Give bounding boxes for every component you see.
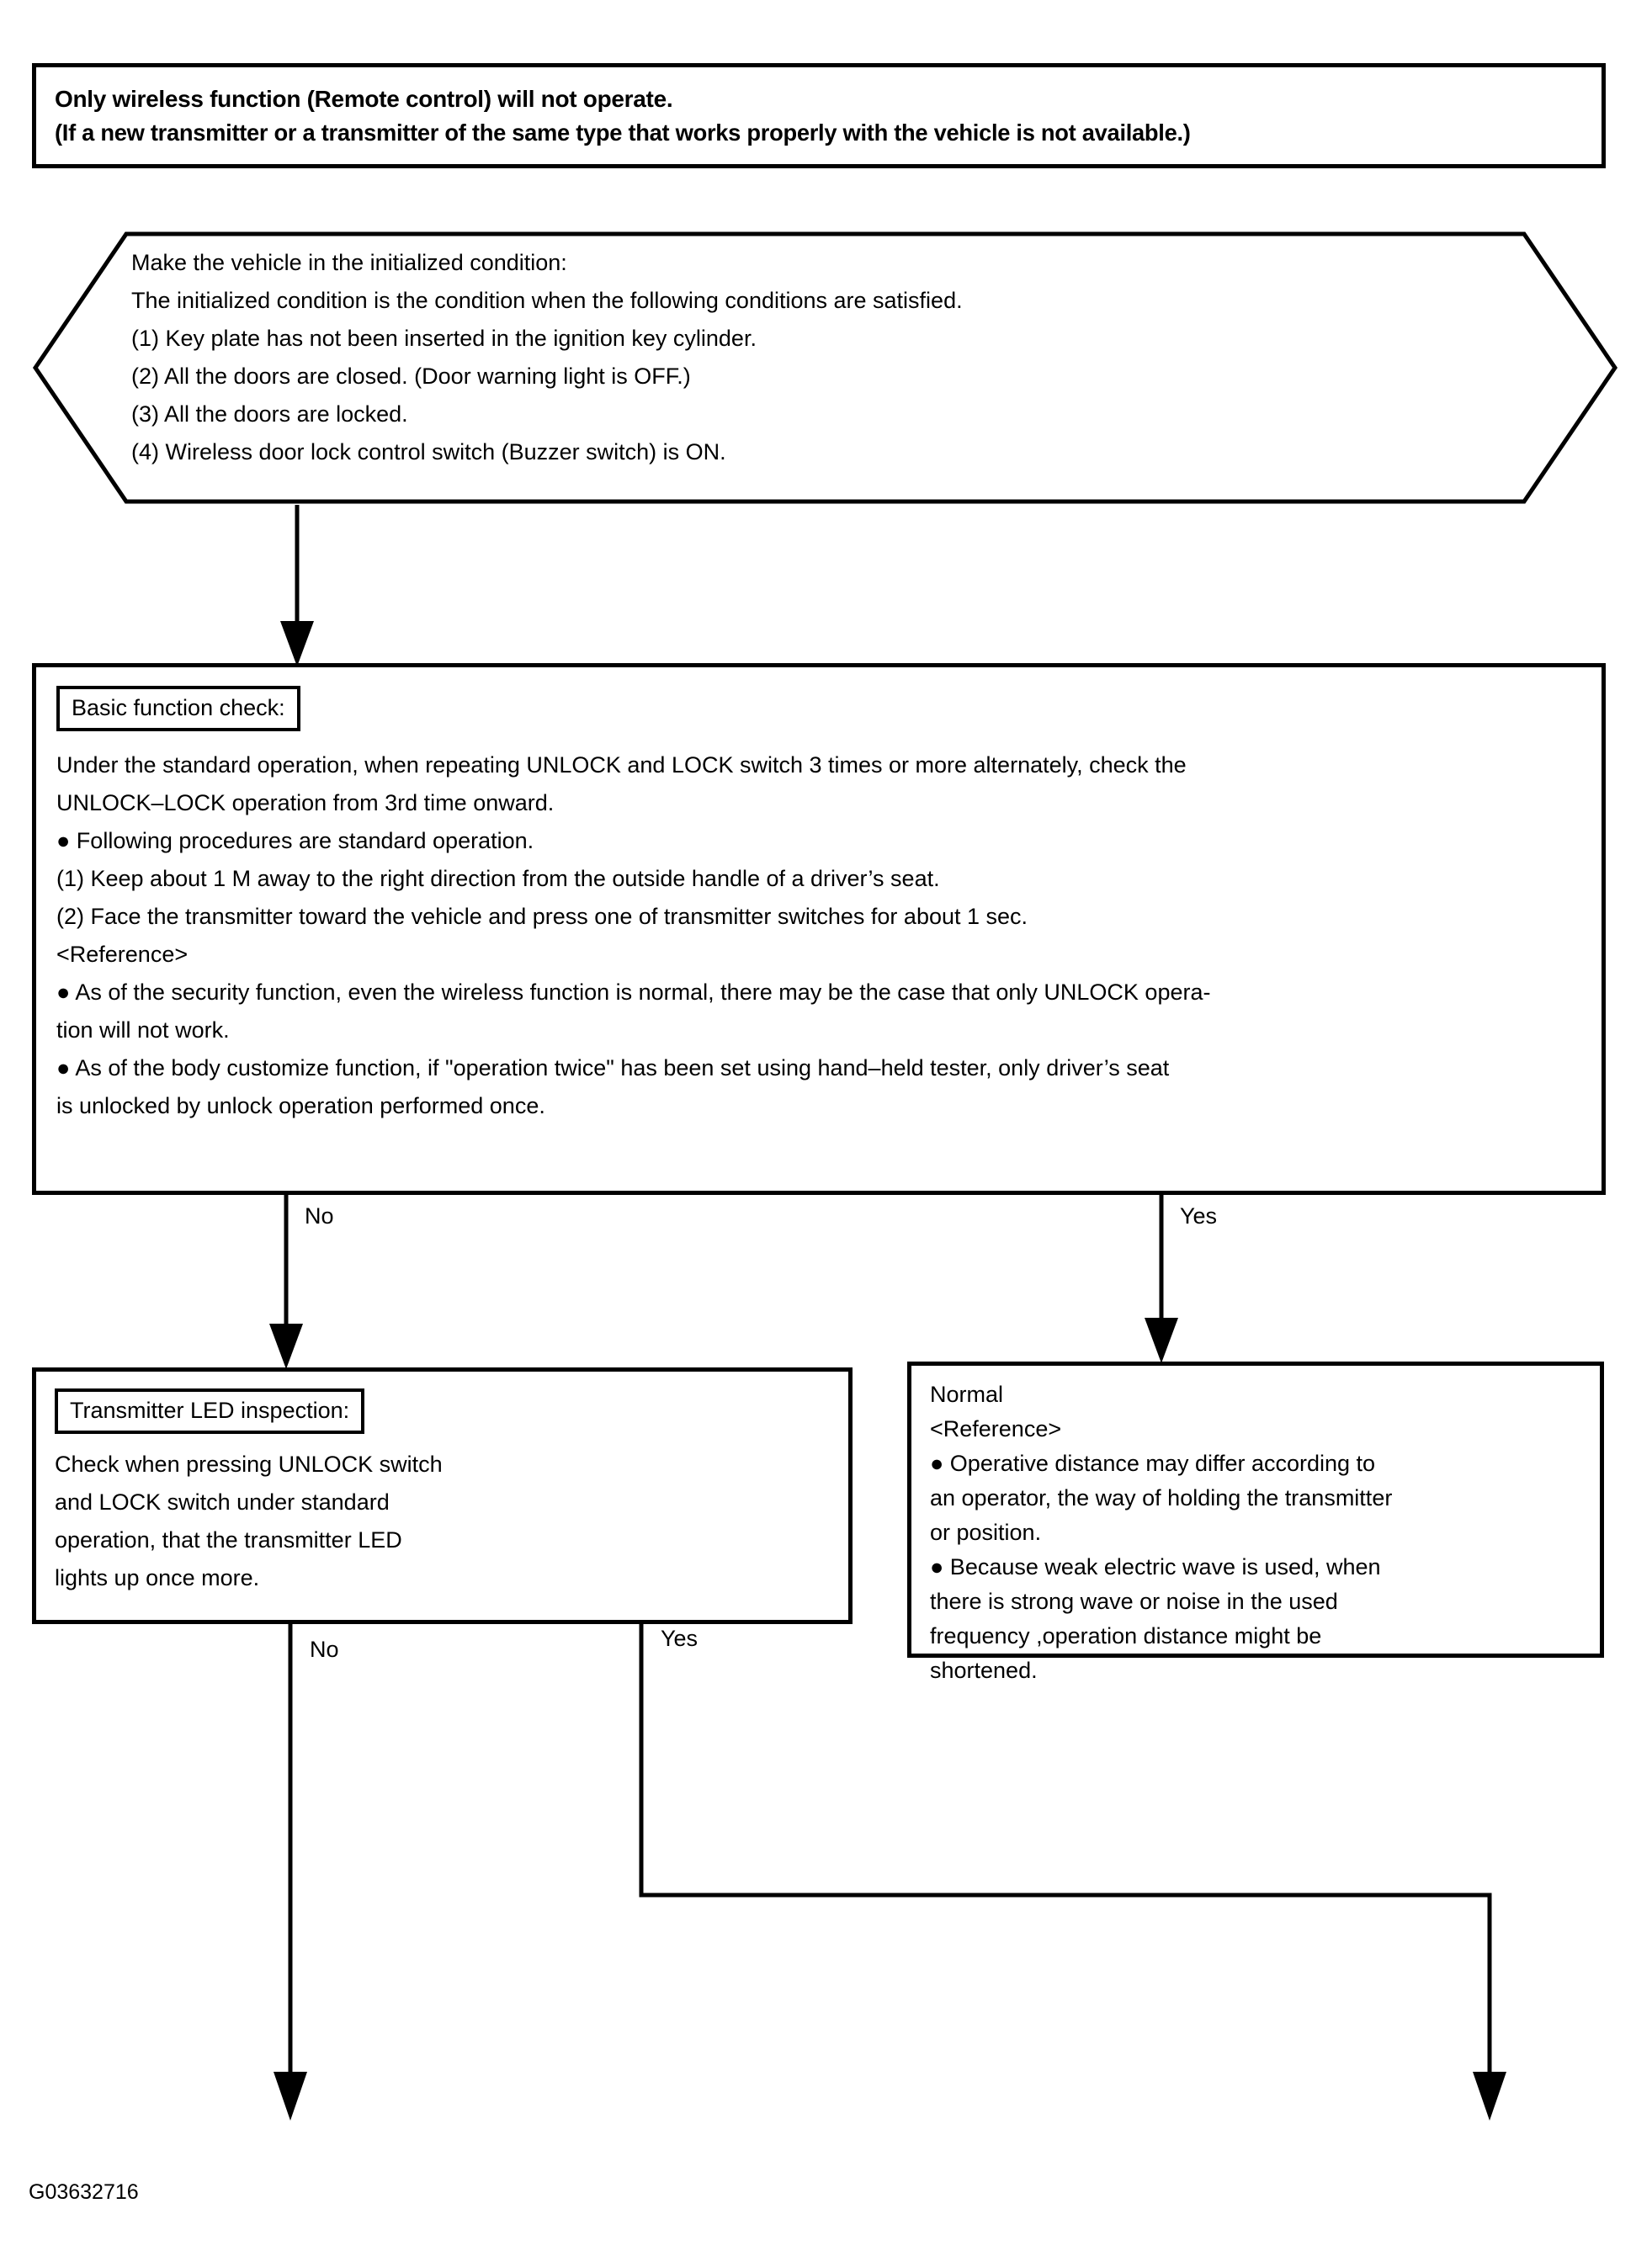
hexagon-line-4: (2) All the doors are closed. (Door warn… xyxy=(131,364,691,389)
basic-check-line-3: ● Following procedures are standard oper… xyxy=(56,828,534,853)
basic-check-line-9: ● As of the body customize function, if … xyxy=(56,1055,1170,1080)
normal-line-7: there is strong wave or noise in the use… xyxy=(930,1589,1338,1614)
normal-line-4: an operator, the way of holding the tran… xyxy=(930,1485,1393,1510)
basic-check-line-10: is unlocked by unlock operation performe… xyxy=(56,1093,545,1118)
basic-check-line-2: UNLOCK–LOCK operation from 3rd time onwa… xyxy=(56,790,555,815)
transmitter-led-inspection-heading: Transmitter LED inspection: xyxy=(55,1388,365,1434)
hexagon-line-3: (1) Key plate has not been inserted in t… xyxy=(131,326,757,351)
normal-line-8: frequency ,operation distance might be xyxy=(930,1623,1322,1648)
arrowhead-basic-no xyxy=(269,1324,303,1369)
branch-label-basic-no: No xyxy=(305,1203,334,1229)
basic-check-line-8: tion will not work. xyxy=(56,1017,230,1043)
hexagon-text-block: Make the vehicle in the initialized cond… xyxy=(131,244,1511,471)
normal-line-5: or position. xyxy=(930,1520,1042,1545)
basic-check-line-7: ● As of the security function, even the … xyxy=(56,980,1211,1005)
hexagon-line-1: Make the vehicle in the initialized cond… xyxy=(131,250,567,275)
basic-check-line-6: <Reference> xyxy=(56,942,189,967)
normal-line-9: shortened. xyxy=(930,1658,1038,1683)
arrowhead-basic-yes xyxy=(1145,1318,1178,1363)
arrowhead-hex-to-basic xyxy=(280,621,314,666)
initialized-condition-hexagon: Make the vehicle in the initialized cond… xyxy=(32,229,1618,507)
figure-id-label: G03632716 xyxy=(29,2180,139,2204)
basic-function-check-box: Basic function check: Under the standard… xyxy=(32,663,1606,1195)
basic-check-line-1: Under the standard operation, when repea… xyxy=(56,752,1187,778)
arrowhead-led-no xyxy=(274,2072,307,2121)
normal-line-6: ● Because weak electric wave is used, wh… xyxy=(930,1554,1381,1579)
transmitter-led-inspection-box: Transmitter LED inspection: Check when p… xyxy=(32,1367,853,1624)
normal-result-box: Normal <Reference> ● Operative distance … xyxy=(907,1362,1604,1683)
hexagon-outline xyxy=(32,231,1618,504)
branch-label-basic-yes: Yes xyxy=(1180,1203,1218,1229)
basic-check-line-5: (2) Face the transmitter toward the vehi… xyxy=(56,904,1028,929)
led-check-line-2: and LOCK switch under standard xyxy=(55,1489,390,1515)
problem-statement-box: Only wireless function (Remote control) … xyxy=(32,63,1606,168)
normal-line-3: ● Operative distance may differ accordin… xyxy=(930,1451,1376,1476)
connector-led-yes xyxy=(639,1624,1492,2091)
hexagon-line-2: The initialized condition is the conditi… xyxy=(131,288,963,313)
branch-label-led-no: No xyxy=(310,1637,339,1662)
problem-statement-line-1: Only wireless function (Remote control) … xyxy=(55,86,673,112)
basic-function-check-heading: Basic function check: xyxy=(56,686,300,731)
led-check-line-4: lights up once more. xyxy=(55,1565,260,1590)
hexagon-line-6: (4) Wireless door lock control switch (B… xyxy=(131,439,726,465)
led-check-line-1: Check when pressing UNLOCK switch xyxy=(55,1452,443,1477)
arrowhead-led-yes xyxy=(1473,2072,1506,2121)
branch-label-led-yes: Yes xyxy=(661,1626,699,1651)
led-check-line-3: operation, that the transmitter LED xyxy=(55,1527,402,1553)
problem-statement-line-2: (If a new transmitter or a transmitter o… xyxy=(55,119,1191,146)
normal-line-1: Normal xyxy=(930,1382,1004,1407)
basic-check-line-4: (1) Keep about 1 M away to the right dir… xyxy=(56,866,940,891)
hexagon-line-5: (3) All the doors are locked. xyxy=(131,401,408,427)
normal-line-2: <Reference> xyxy=(930,1416,1062,1441)
